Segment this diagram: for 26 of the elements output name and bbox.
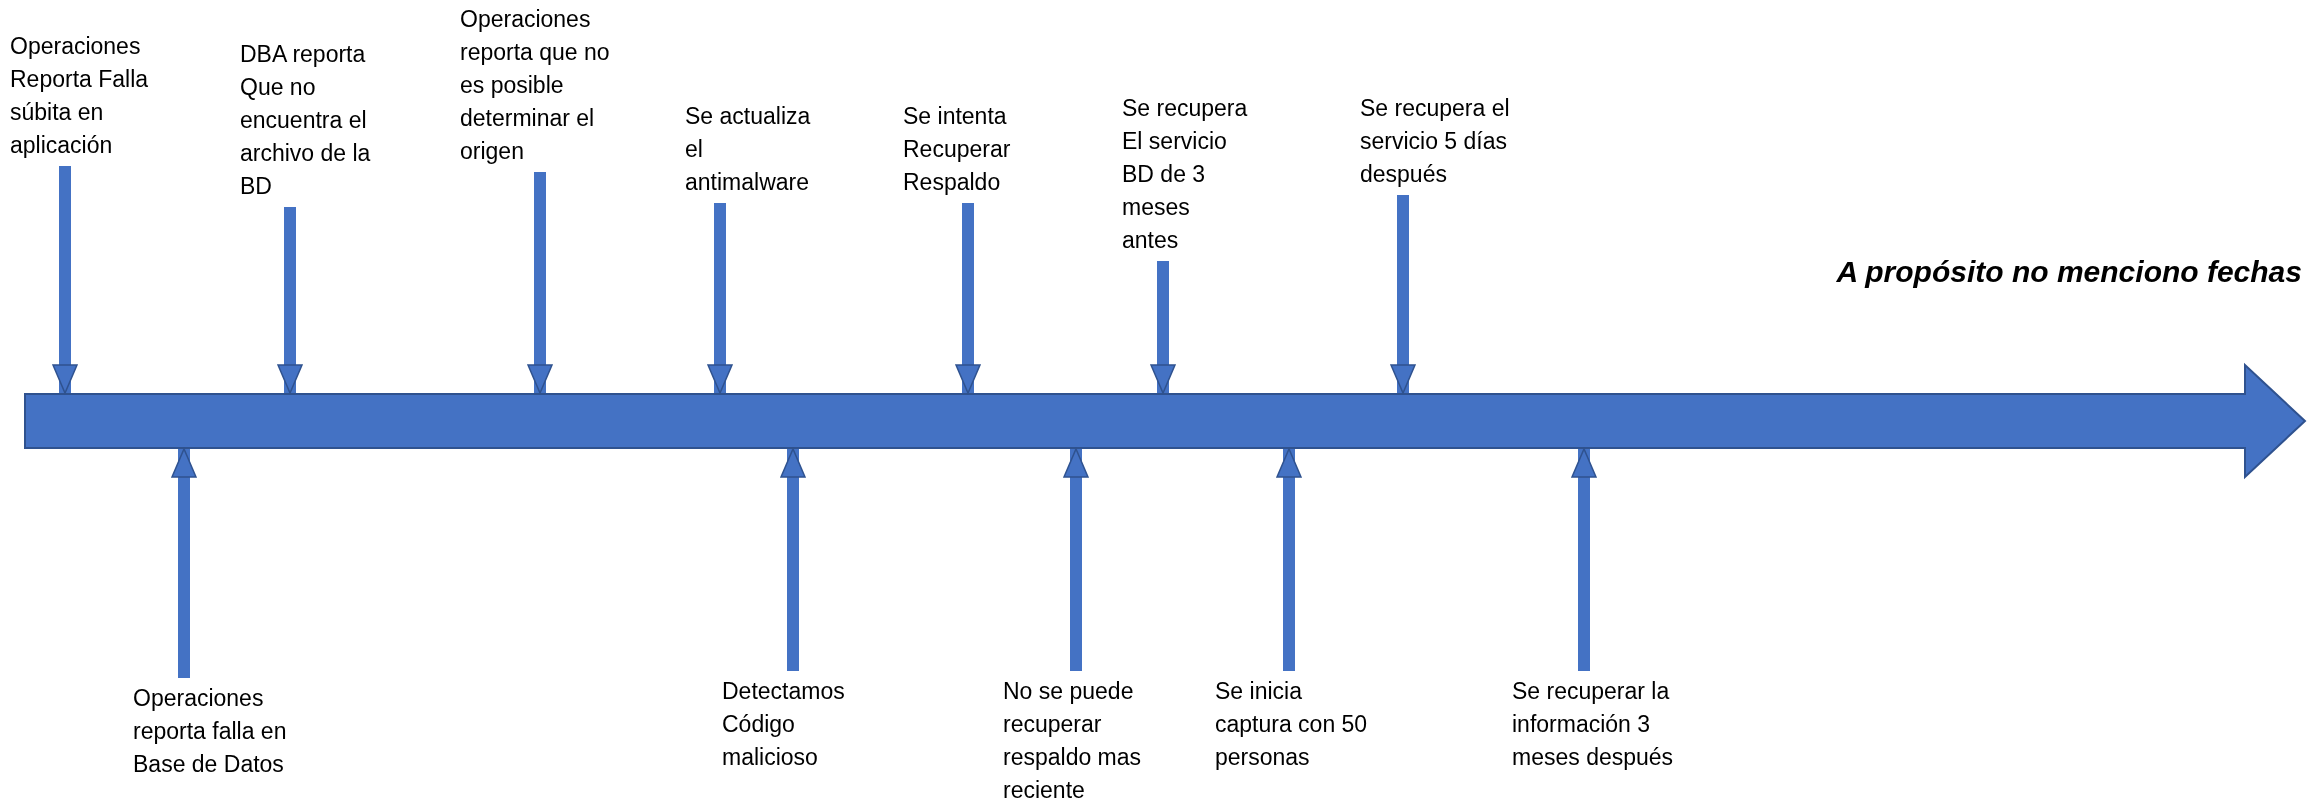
arrow: [780, 448, 806, 671]
arrow: [171, 448, 197, 678]
arrow: [1063, 448, 1089, 671]
arrow: [277, 207, 303, 394]
event-text: Se actualiza el antimalware: [685, 100, 825, 199]
event-text: Se intenta Recuperar Respaldo: [903, 100, 1043, 199]
timeline-arrow: [24, 362, 2307, 480]
arrow: [707, 203, 733, 394]
arrow: [1276, 448, 1302, 671]
event-text: Operaciones Reporta Falla súbita en aplicación: [10, 30, 160, 162]
event-text: Se inicia captura con 50 personas: [1215, 675, 1385, 774]
note-text: A propósito no menciono fechas: [1836, 255, 2302, 289]
arrow: [955, 203, 981, 394]
arrow: [52, 166, 78, 394]
event-text: Se recupera El servicio BD de 3 meses antes: [1122, 92, 1252, 257]
arrow: [1390, 195, 1416, 394]
event-text: DBA reporta Que no encuentra el archivo de la BD: [240, 38, 390, 203]
event-text: Se recupera el servicio 5 días después: [1360, 92, 1518, 191]
event-text: Operaciones reporta que no es posible determinar el origen: [460, 3, 640, 168]
event-text: Detectamos Código malicioso: [722, 675, 872, 774]
arrow: [1571, 448, 1597, 671]
event-text: No se puede recuperar respaldo mas reciente: [1003, 675, 1153, 807]
event-text: Se recuperar la información 3 meses después: [1512, 675, 1702, 774]
arrow: [1150, 261, 1176, 394]
event-text: Operaciones reporta falla en Base de Datos: [133, 682, 323, 781]
arrow: [527, 172, 553, 394]
